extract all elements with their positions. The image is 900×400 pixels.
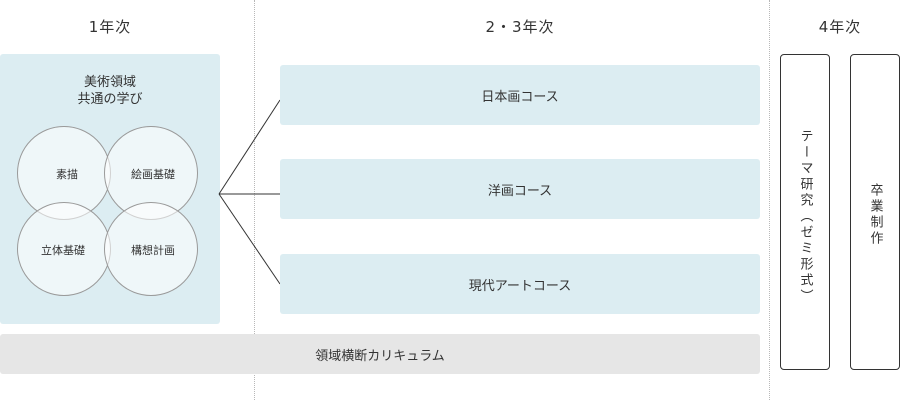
course-label: 日本画コース <box>481 89 559 105</box>
first-year-panel: 美術領域 共通の学び 素描 絵画基礎 立体基礎 構想計画 <box>0 54 220 324</box>
graduation-work-box: 卒業制作 <box>850 54 900 370</box>
connector-line-top <box>218 99 281 195</box>
theme-research-label: テーマ研究（ゼミ形式） <box>797 129 813 305</box>
course-contemporary-art: 現代アートコース <box>280 254 760 314</box>
course-label: 現代アートコース <box>468 278 572 294</box>
course-western-painting: 洋画コース <box>280 159 760 219</box>
cross-domain-label: 領域横断カリキュラム <box>315 348 445 364</box>
venn-label-3d-basics: 立体基礎 <box>41 244 85 257</box>
year-4-header: 4年次 <box>818 18 862 36</box>
graduation-work-label: 卒業制作 <box>867 183 883 247</box>
column-divider-1 <box>254 0 255 400</box>
first-year-title-line2: 共通の学び <box>77 92 143 107</box>
theme-research-box: テーマ研究（ゼミ形式） <box>780 54 830 370</box>
venn-label-concept-planning: 構想計画 <box>131 244 175 257</box>
venn-circle-3d-basics <box>17 202 111 296</box>
first-year-title-line1: 美術領域 <box>83 75 136 90</box>
connector-line-bottom <box>218 193 281 285</box>
venn-label-drawing: 素描 <box>56 168 78 181</box>
cross-domain-curriculum-bar: 領域横断カリキュラム <box>0 334 760 374</box>
year-2-3-header: 2・3年次 <box>485 18 555 36</box>
course-label: 洋画コース <box>487 183 553 199</box>
course-japanese-painting: 日本画コース <box>280 65 760 125</box>
venn-label-painting-basics: 絵画基礎 <box>131 168 175 181</box>
venn-circle-concept-planning <box>104 202 198 296</box>
year-1-header: 1年次 <box>88 18 132 36</box>
column-divider-2 <box>769 0 770 400</box>
first-year-title: 美術領域 共通の学び <box>0 74 220 108</box>
